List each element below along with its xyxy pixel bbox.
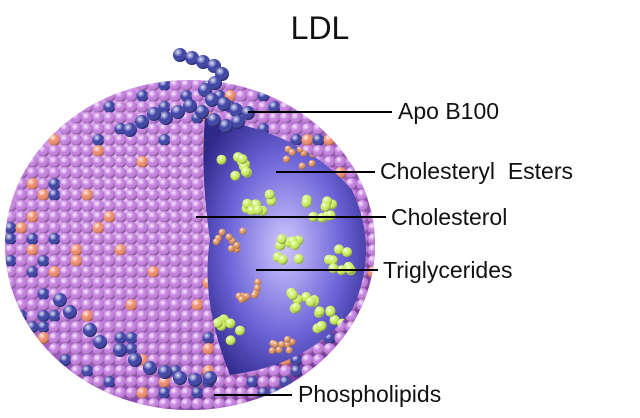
label-apo-b100: Apo B100 xyxy=(398,98,500,124)
apo-b100-protein xyxy=(53,48,255,387)
label-cholesterol: Cholesterol xyxy=(391,204,508,230)
label-cholesteryl-esters: Cholesteryl Esters xyxy=(380,158,574,184)
label-phospholipids: Phospholipids xyxy=(298,381,442,407)
leader-lines xyxy=(196,111,392,396)
diagram-title: LDL xyxy=(290,10,350,46)
ldl-sphere xyxy=(5,48,375,410)
label-triglycerides: Triglycerides xyxy=(383,257,513,283)
